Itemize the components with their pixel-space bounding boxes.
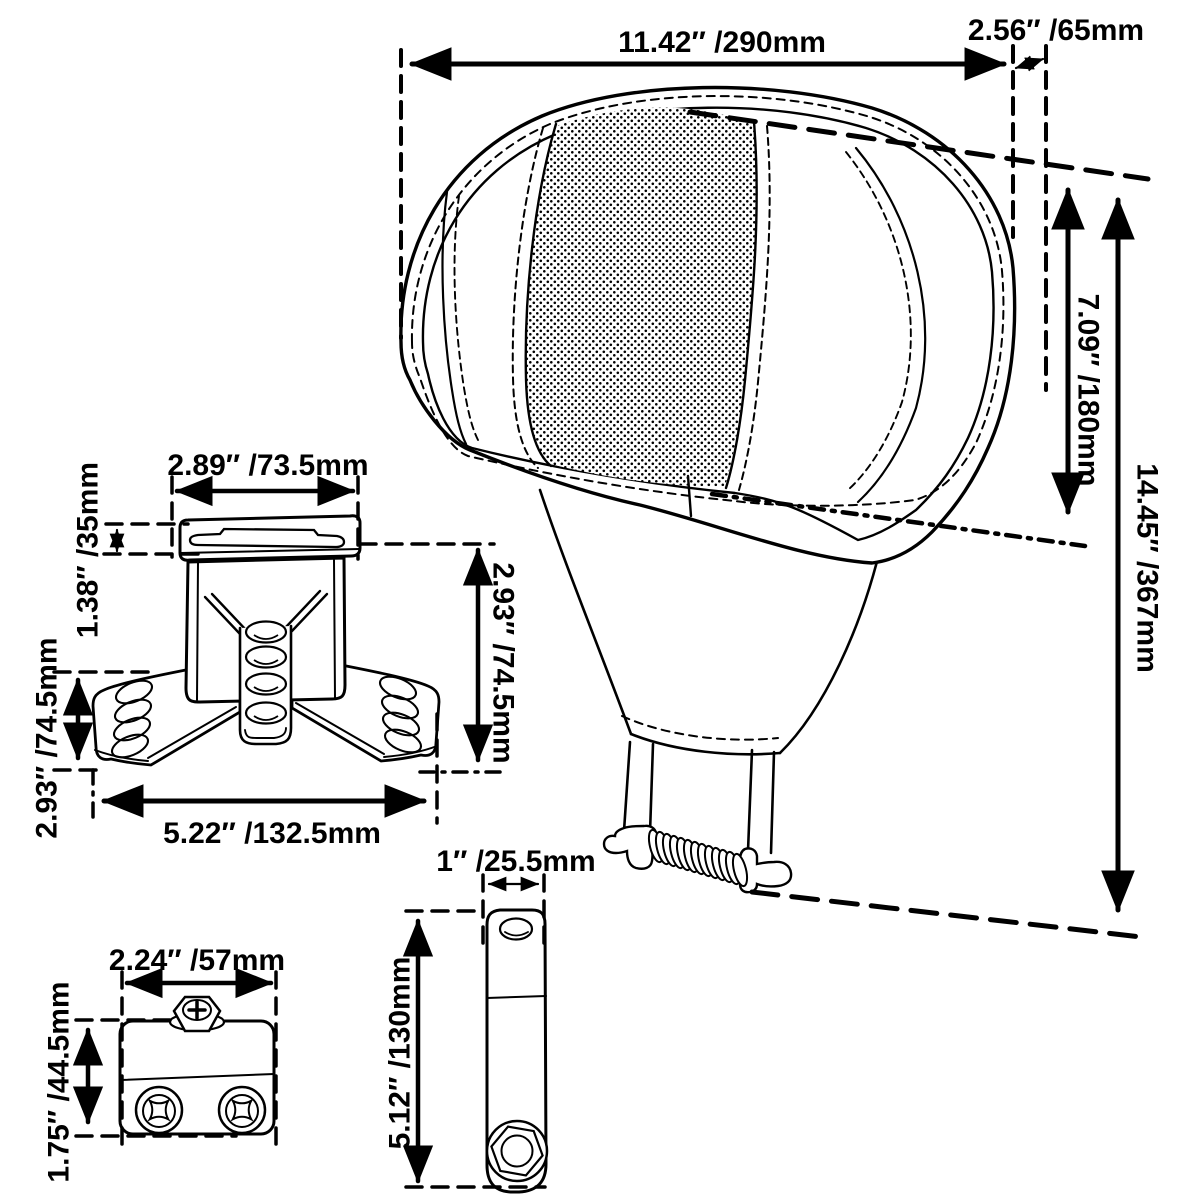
clamp-screw-right xyxy=(217,1085,267,1135)
support-arm xyxy=(485,908,549,1194)
pad-rim-stitch-line xyxy=(410,95,1005,507)
right-leg xyxy=(746,748,754,853)
dim-body-height-label: 2.93″ /74.5mm xyxy=(487,562,520,763)
stem-left-edge xyxy=(538,488,633,736)
pad-right-seam-stitch xyxy=(738,125,771,491)
bracket-strap-outline xyxy=(238,624,293,746)
pad-right-crescent-stitch xyxy=(845,151,912,491)
stem-bottom-edge xyxy=(629,732,782,756)
pad-left-crescent-seam xyxy=(441,190,468,446)
dim-clamp-width-label: 2.24″ /57mm xyxy=(109,944,285,977)
pad-center-panel-perforated xyxy=(525,107,756,487)
arm-top-hole-inner xyxy=(504,931,529,937)
clamp-screw-left xyxy=(134,1085,184,1135)
bracket-top-plate-slot xyxy=(188,527,346,549)
bolt-phillips-cross xyxy=(187,1000,207,1020)
pad-band-divider-seam xyxy=(686,474,693,518)
bracket-body-left-flange xyxy=(196,561,199,701)
bracket-left-wing-edge xyxy=(147,706,237,759)
bracket-strap-inner-bottom xyxy=(244,727,287,739)
dim-pad-offset-arrow xyxy=(1014,55,1045,72)
bracket-strap-holes xyxy=(244,620,288,725)
bracket-top-plate-front-edge xyxy=(180,548,360,554)
left-foot-bracket xyxy=(602,824,658,870)
bracket-strap-fill xyxy=(240,626,291,744)
bracket-v-cut xyxy=(210,592,248,632)
bracket-left-wing-holes xyxy=(110,679,154,759)
dim-overall-height-label: 14.45″ /367mm xyxy=(1131,463,1164,673)
arm-hex-nut xyxy=(490,1125,544,1177)
dim-pad-height-label: 7.09″ /180mm xyxy=(1072,294,1105,487)
dim-base-width-label: 5.22″ /132.5mm xyxy=(163,817,381,850)
bracket-body-right-flange xyxy=(333,559,336,699)
bolt-head-top xyxy=(182,999,212,1021)
pad-left-crescent-stitch xyxy=(453,195,479,441)
dim-arm-width-label: 1″ /25.5mm xyxy=(436,845,595,878)
left-leg xyxy=(622,740,632,833)
bracket-top-plate xyxy=(178,514,362,562)
ref-line-pad-bottom xyxy=(709,491,1088,549)
dim-bracket-top-width-label: 2.89″ /73.5mm xyxy=(167,449,368,482)
bracket-right-wing-edge xyxy=(295,702,385,755)
left-leg xyxy=(648,742,655,835)
dim-clamp-height-label: 1.75″ /44.5mm xyxy=(43,981,76,1182)
bracket-v-cut xyxy=(290,592,329,633)
ref-line-overall-bottom xyxy=(749,889,1144,940)
arm-top-hole xyxy=(498,917,534,941)
mounting-bracket xyxy=(91,514,441,767)
right-foot-bracket xyxy=(738,847,793,894)
arm-seam-line xyxy=(486,995,547,999)
dim-plate-height-label: 1.38″ /35mm xyxy=(72,462,105,638)
stem-right-edge xyxy=(778,535,885,755)
stem-stitch-line xyxy=(621,715,779,741)
pad-left-seam-stitch xyxy=(511,127,544,469)
tension-spring xyxy=(647,828,749,888)
stem-fill xyxy=(540,488,885,757)
mounting-legs xyxy=(602,740,793,894)
dimension-annotations: 11.42″ /290mm 2.56″ /65mm 7.09″ /180mm 1… xyxy=(31,14,1164,1189)
pad-right-seam xyxy=(724,120,758,490)
ref-line-pad-top xyxy=(687,109,1151,182)
bracket-v-cut xyxy=(203,595,242,636)
arm-nut-outer xyxy=(485,1119,549,1183)
clamp-block xyxy=(118,995,276,1136)
dim-pad-offset-label: 2.56″ /65mm xyxy=(968,14,1144,47)
backrest-pad xyxy=(399,85,1017,565)
pad-left-seam xyxy=(524,122,558,468)
pad-right-crescent-seam xyxy=(854,146,927,504)
right-leg xyxy=(769,750,776,855)
dim-arm-length-label: 5.12″ /130mm xyxy=(384,957,417,1150)
dim-wing-height-label: 2.93″ /74.5mm xyxy=(31,637,64,838)
arm-nut-inner xyxy=(500,1134,534,1168)
dim-pad-width-label: 11.42″ /290mm xyxy=(618,26,826,59)
bracket-right-wing-holes xyxy=(378,675,423,754)
bracket-v-cut xyxy=(284,589,322,629)
backrest-stem xyxy=(538,488,885,757)
clamp-seam-line xyxy=(119,1073,275,1081)
